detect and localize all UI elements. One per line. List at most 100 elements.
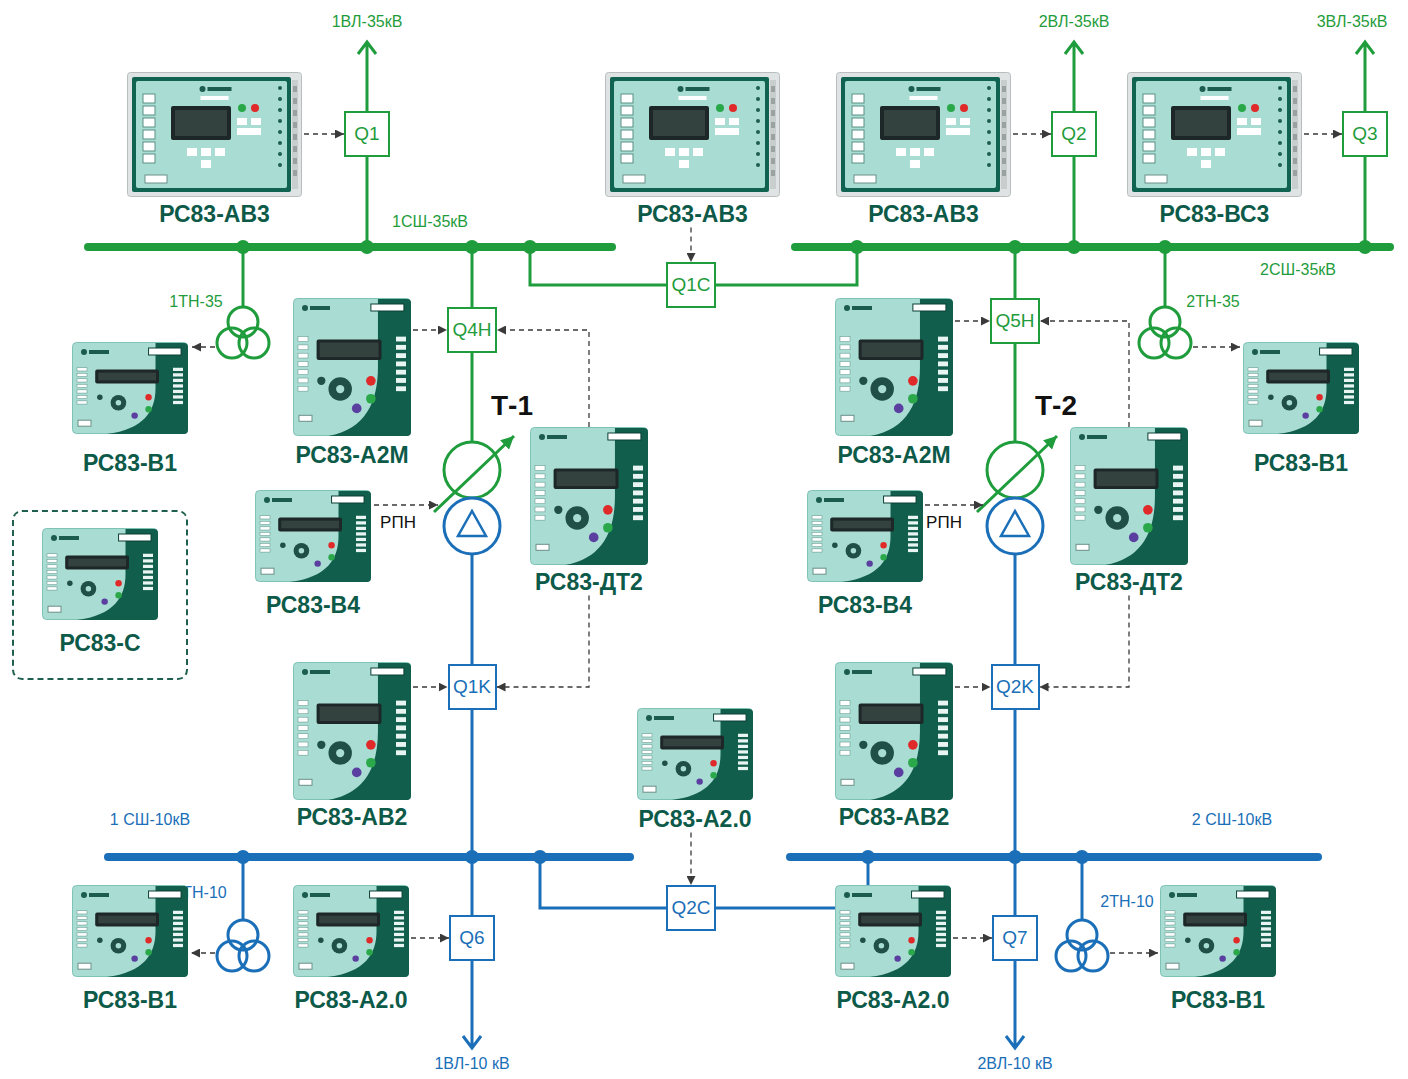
- device-part: [621, 118, 633, 127]
- relay-group-frame: РС83-С: [12, 510, 188, 680]
- control-connector: [411, 937, 449, 938]
- device-part: [294, 299, 411, 436]
- device-part: [260, 549, 270, 552]
- vt-wire: [1164, 247, 1167, 307]
- breaker-label: Q3: [1352, 124, 1377, 145]
- device-part: [47, 554, 57, 557]
- device-part: [175, 110, 227, 136]
- device-part: [77, 927, 87, 930]
- device-part: [302, 892, 308, 898]
- device-part: [1344, 373, 1354, 376]
- device-name: РС83-В4: [253, 592, 373, 618]
- device-part: [642, 767, 652, 770]
- device-part: [557, 471, 616, 486]
- device-part: [852, 94, 864, 103]
- device-part: [352, 768, 362, 778]
- device-part: [278, 518, 342, 532]
- device-part: [813, 568, 826, 574]
- bus-node: [1008, 240, 1022, 254]
- device-part: [290, 491, 371, 582]
- device-part: [145, 937, 151, 943]
- device-part: [394, 922, 404, 925]
- device-part: [293, 158, 297, 164]
- relay-picture: [1243, 342, 1359, 434]
- device-part: [1248, 395, 1258, 398]
- device-part: [65, 556, 129, 570]
- device-part: [278, 97, 282, 101]
- device-part: [1169, 892, 1175, 898]
- device-part: [47, 570, 57, 573]
- device-part: [676, 761, 692, 777]
- device-part: [913, 304, 946, 311]
- device-part: [909, 86, 915, 92]
- device-part: [738, 745, 748, 748]
- device-part: [859, 703, 924, 724]
- device-name: РС83-А2.0: [635, 806, 755, 832]
- device-part: [293, 122, 297, 128]
- breaker-box: Q2: [1051, 111, 1097, 157]
- device-part: [298, 944, 308, 947]
- device-part: [678, 86, 684, 92]
- breaker-box: Q1C: [666, 262, 716, 308]
- breaker-label: Q1: [354, 124, 379, 145]
- device-part: [1097, 471, 1156, 486]
- device-part: [1165, 933, 1175, 936]
- device-part: [86, 586, 92, 592]
- device-part: [987, 108, 991, 112]
- bus-node: [1158, 240, 1172, 254]
- device-part: [1251, 118, 1261, 125]
- signal-arrow: [191, 952, 215, 953]
- device-part: [858, 913, 922, 927]
- device-part: [738, 734, 748, 737]
- device-part: [143, 587, 153, 590]
- device-part: [938, 378, 948, 383]
- device-part: [852, 118, 864, 127]
- device-part: [173, 911, 183, 914]
- device-part: [293, 86, 297, 92]
- device-part: [1143, 142, 1155, 151]
- device-part: [237, 128, 261, 135]
- device-part: [908, 538, 918, 541]
- device-part: [143, 130, 155, 139]
- device-part: [870, 741, 893, 764]
- device-part: [1143, 154, 1155, 163]
- transformer-winding-hv: [987, 442, 1043, 498]
- device-part: [328, 554, 334, 560]
- device-part: [111, 938, 127, 954]
- device-part: [924, 148, 934, 156]
- device-part: [653, 110, 705, 136]
- device-part: [173, 938, 183, 941]
- device-part: [208, 87, 232, 91]
- device-part: [908, 521, 918, 524]
- device-part: [642, 756, 652, 759]
- device-part: [642, 739, 652, 742]
- device-part: [936, 916, 946, 919]
- device-part: [95, 370, 159, 384]
- device-part: [173, 916, 183, 919]
- device-part: [870, 377, 893, 400]
- device-part: [1248, 379, 1258, 382]
- device-part: [272, 498, 292, 502]
- device-part: [840, 717, 850, 722]
- device-name: РС83-АВ3: [834, 201, 1013, 227]
- relay-picture: [293, 662, 411, 800]
- device-part: [278, 108, 282, 112]
- relay-picture: [1070, 427, 1188, 565]
- relay-device: РС83-В1: [1241, 342, 1361, 476]
- device-part: [633, 490, 643, 495]
- delta-symbol: [458, 511, 486, 536]
- device-part: [1233, 949, 1239, 955]
- device-part: [293, 134, 297, 140]
- device-part: [356, 516, 366, 519]
- device-part: [366, 937, 372, 943]
- device-part: [260, 543, 270, 546]
- device-part: [936, 944, 946, 947]
- device-part: [116, 400, 122, 406]
- device-part: [260, 538, 270, 541]
- device-part: [67, 580, 73, 586]
- tap-changer-arrows: [434, 436, 1057, 512]
- device-part: [852, 670, 872, 674]
- device-part: [145, 949, 151, 955]
- device-part: [116, 943, 122, 949]
- device-part: [621, 142, 633, 151]
